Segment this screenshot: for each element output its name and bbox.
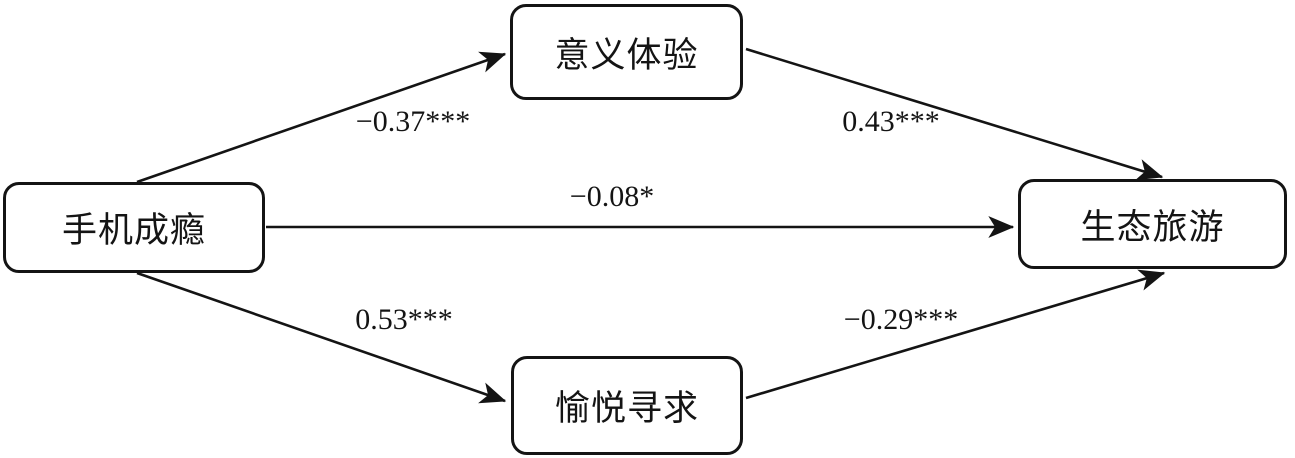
coefficient-meaning-to-ecotourism: 0.43*** (842, 105, 940, 138)
node-meaning-experience: 意义体验 (510, 4, 743, 100)
node-phone-addiction-label: 手机成瘾 (61, 211, 206, 250)
node-ecotourism-label: 生态旅游 (1080, 207, 1225, 247)
node-ecotourism: 生态旅游 (1018, 179, 1287, 269)
arrow-phone-to-meaning (136, 51, 507, 184)
node-pleasure-seeking: 愉悦寻求 (511, 356, 743, 455)
node-phone-addiction: 手机成瘾 (3, 182, 265, 273)
arrow-phone-to-pleasure (136, 271, 507, 404)
coefficient-phone-to-meaning: −0.37*** (355, 105, 471, 138)
coefficient-phone-to-pleasure: 0.53*** (355, 303, 453, 336)
arrow-pleasure-to-ecotourism (745, 269, 1166, 400)
coefficient-phone-to-ecotourism: −0.08* (569, 180, 655, 213)
node-pleasure-seeking-label: 愉悦寻求 (554, 389, 699, 428)
coefficient-pleasure-to-ecotourism: −0.29*** (843, 303, 959, 336)
arrow-meaning-to-ecotourism (745, 47, 1164, 181)
node-meaning-experience-label: 意义体验 (554, 35, 699, 75)
